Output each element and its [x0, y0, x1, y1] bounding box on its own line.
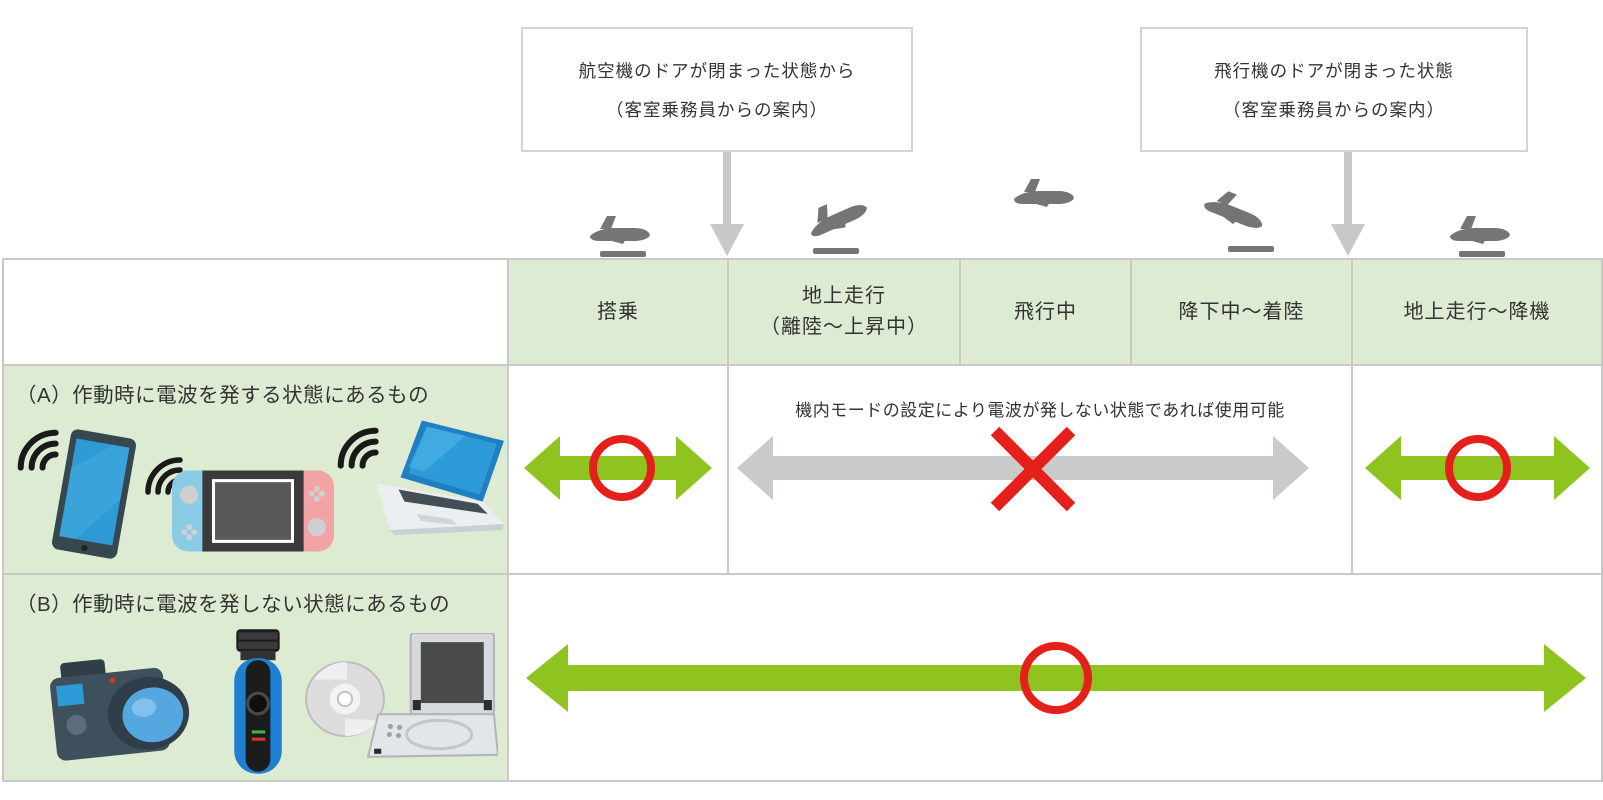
- portable-dvd-player-icon: [366, 633, 498, 758]
- callout-line: 飛行機のドアが閉まった状態: [1214, 60, 1454, 81]
- ground-line: [1228, 246, 1274, 252]
- callout-doors-closed-end: 飛行機のドアが閉まった状態 （客室乗務員からの案内）: [1140, 27, 1528, 152]
- callout-line: （客室乗務員からの案内）: [1223, 99, 1445, 120]
- ground-line: [600, 251, 646, 257]
- callout-doors-closed-start: 航空機のドアが閉まった状態から （客室乗務員からの案内）: [521, 27, 913, 152]
- plane-taxi-icon: [1450, 216, 1510, 244]
- allowed-circle-mark: [589, 435, 655, 501]
- phase-table: 搭乗 地上走行 （離陸〜上昇中） 飛行中 降下中〜着陸 地上走行〜降機 （A）作…: [2, 258, 1603, 782]
- down-arrow-icon: [1331, 152, 1365, 258]
- phase-header-inflight: 飛行中: [961, 260, 1132, 366]
- allowed-circle-mark: [1020, 642, 1092, 714]
- wifi-signal-icon: [17, 429, 59, 471]
- prohibited-x-mark: [990, 426, 1076, 512]
- callout-line: 航空機のドアが閉まった状態から: [578, 60, 856, 81]
- row-b-allowed-cell: [509, 575, 1601, 780]
- cd-disc-icon: [305, 661, 385, 737]
- row-a-label-cell: （A）作動時に電波を発する状態にあるもの: [4, 366, 509, 575]
- down-arrow-icon: [710, 152, 744, 258]
- phase-header-descent-landing: 降下中〜着陸: [1132, 260, 1353, 366]
- row-b-label: （B）作動時に電波を発しない状態にあるもの: [16, 593, 451, 616]
- row-b-label-cell: （B）作動時に電波を発しない状態にあるもの: [4, 575, 509, 780]
- row-a-deplane-cell: [1353, 366, 1601, 575]
- phase-header-taxi-takeoff: 地上走行 （離陸〜上昇中）: [729, 260, 961, 366]
- row-a-boarding-cell: [509, 366, 729, 575]
- phase-header-taxi-deplane: 地上走行〜降機: [1353, 260, 1601, 366]
- tablet-icon: [51, 429, 137, 559]
- electric-shaver-icon: [234, 629, 282, 774]
- phase-header-boarding: 搭乗: [509, 260, 729, 366]
- callout-line: （客室乗務員からの案内）: [606, 99, 828, 120]
- plane-cruise-icon: [1014, 179, 1074, 207]
- airplane-mode-note: 機内モードの設定により電波が発しない状態であれば使用可能: [795, 401, 1285, 420]
- ground-line: [1459, 251, 1505, 257]
- wifi-signal-icon: [337, 427, 379, 469]
- row-a-label: （A）作動時に電波を発する状態にあるもの: [16, 384, 430, 407]
- laptop-icon: [376, 420, 504, 536]
- ground-line: [813, 248, 859, 254]
- plane-takeoff-icon: [802, 189, 871, 242]
- plane-landing-icon: [1201, 184, 1270, 235]
- plane-boarding-icon: [590, 216, 650, 244]
- header-empty-cell: [4, 260, 509, 366]
- camera-icon: [50, 659, 190, 761]
- allowed-circle-mark: [1445, 435, 1511, 501]
- game-console-icon: [172, 470, 334, 552]
- row-a-inflight-cell: 機内モードの設定により電波が発しない状態であれば使用可能: [729, 366, 1353, 575]
- restricted-arrow: [737, 436, 1309, 500]
